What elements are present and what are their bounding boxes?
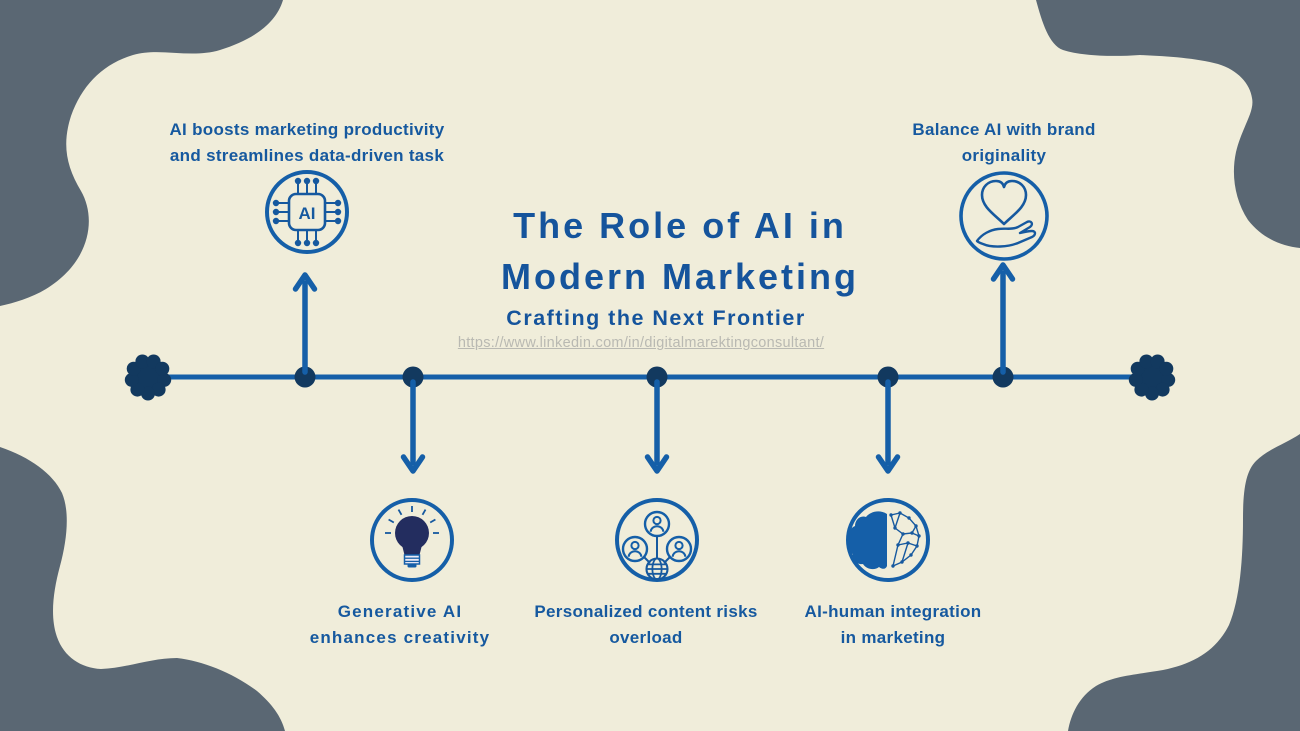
linkedin-link[interactable]: https://www.linkedin.com/in/digitalmarek… (457, 335, 825, 351)
page-title: The Role of AI in Modern Marketing (500, 205, 860, 298)
timeline-dot-3 (646, 366, 668, 388)
corner-blob-top-right (1036, 0, 1300, 248)
arrow-up-2 (990, 262, 1016, 375)
hand-glyph (975, 220, 1037, 248)
ai-chip-icon: AI (265, 170, 349, 254)
brain-left-half (847, 511, 887, 570)
lightbulb-icon (370, 498, 454, 582)
brain-network-nodes (889, 511, 921, 568)
corner-blob-bottom-left (0, 447, 285, 731)
label-productivity: AI boosts marketing productivity and str… (169, 120, 445, 165)
heart-glyph (980, 179, 1028, 226)
timeline-dot-1 (294, 366, 316, 388)
ai-chip-text: AI (299, 204, 316, 223)
corner-blob-bottom-right (1068, 434, 1300, 731)
timeline-endpoint-right (1128, 354, 1176, 401)
timeline-dot-5 (992, 366, 1014, 388)
label-balance: Balance AI with brand originality (912, 120, 1096, 165)
arrow-up-1 (292, 272, 318, 375)
timeline-dots (294, 366, 1014, 388)
timeline-endpoint-left (124, 354, 172, 401)
half-brain-network-icon (846, 498, 930, 582)
brain-right-network (890, 512, 920, 567)
corner-blob-top-left (0, 0, 283, 306)
globe-glyph (645, 557, 669, 581)
label-generative: Generative AI enhances creativity (309, 602, 491, 647)
heart-in-hand-icon (959, 171, 1049, 261)
page-subtitle: Crafting the Next Frontier (506, 306, 806, 330)
timeline-dot-2 (402, 366, 424, 388)
arrow-down-2 (644, 379, 670, 474)
arrow-down-1 (400, 379, 426, 474)
timeline-dot-4 (877, 366, 899, 388)
people-network-globe-icon (615, 498, 699, 582)
arrow-down-3 (875, 379, 901, 474)
label-integration: AI-human integration in marketing (804, 602, 982, 647)
label-personalized: Personalized content risks overload (534, 602, 758, 647)
